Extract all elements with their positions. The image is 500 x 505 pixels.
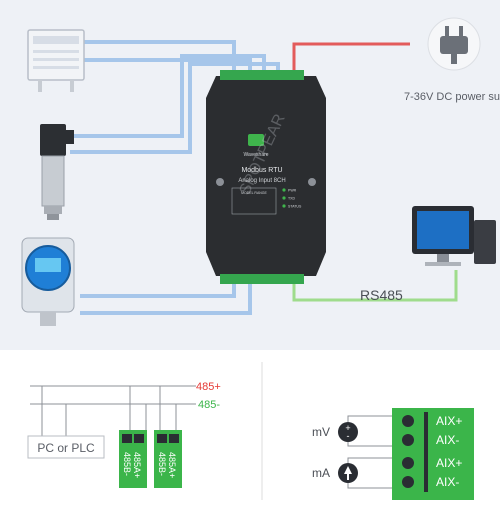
module-subtitle: Analog Input 8CH: [238, 178, 285, 184]
controller-box: [27, 435, 105, 459]
rs485-bus-diagram: 485+ 485- PC or PLC 485A+ 485B- 485A+ 48…: [27, 381, 221, 488]
terminal-aix-minus-1: AIX-: [436, 433, 459, 447]
led-status-label: STATUS: [288, 205, 302, 209]
temperature-humidity-sensor: [27, 29, 85, 92]
terminal-b-pin-1: 485A+: [167, 452, 177, 478]
top-terminal-block: [220, 70, 304, 80]
signal-wires: [66, 40, 280, 315]
terminal-a-pin-2: 485B-: [122, 452, 132, 476]
analog-input-diagram: AIX+ AIX- AIX+ AIX- + - mV mA: [312, 408, 474, 500]
rs485-label: RS485: [360, 287, 403, 303]
bus-plus-label: 485+: [196, 381, 221, 393]
power-plug-icon: [427, 17, 481, 71]
bus-minus-label: 485-: [198, 399, 220, 411]
wire-sensor-bottom-b: [80, 282, 252, 315]
led-txd-label: TXD: [288, 197, 295, 201]
range-table: [231, 187, 277, 215]
module-brand: Waveshare: [243, 152, 268, 158]
wire-sensor-top-b: [82, 58, 252, 70]
terminal-b-pin-2: 485B-: [157, 452, 167, 476]
modbus-module: Waveshare Modbus RTU Analog Input 8CH MO…: [206, 70, 326, 284]
wire-sensor-mid-a: [66, 54, 266, 138]
range-table-header: MODEL RANGE: [241, 191, 267, 195]
terminal-aix-plus-1: AIX+: [436, 414, 462, 428]
brand-logo-icon: [248, 134, 264, 146]
mv-label: mV: [312, 425, 330, 439]
voltage-source-icon: [338, 422, 358, 442]
ma-label: mA: [312, 466, 330, 480]
power-wire: [292, 42, 410, 70]
rs485-wire: [292, 270, 458, 302]
terminal-aix-plus-2: AIX+: [436, 456, 462, 470]
wire-sensor-bottom-a: [80, 282, 236, 298]
power-label: 7-36V DC power sup: [404, 91, 500, 103]
controller-label: PC or PLC: [37, 441, 95, 455]
bottom-terminal-block: [220, 274, 304, 284]
terminal-a-pin-1: 485A+: [132, 452, 142, 478]
svg-text:+: +: [345, 423, 350, 433]
pressure-transmitter: [40, 124, 74, 220]
computer-icon: [412, 206, 496, 266]
led-pwr-label: PWR: [288, 189, 297, 193]
wire-sensor-mid-b: [70, 62, 280, 154]
svg-text:-: -: [347, 431, 350, 441]
module-title: Modbus RTU: [241, 167, 282, 174]
level-transmitter: [21, 237, 75, 326]
terminal-aix-minus-2: AIX-: [436, 475, 459, 489]
